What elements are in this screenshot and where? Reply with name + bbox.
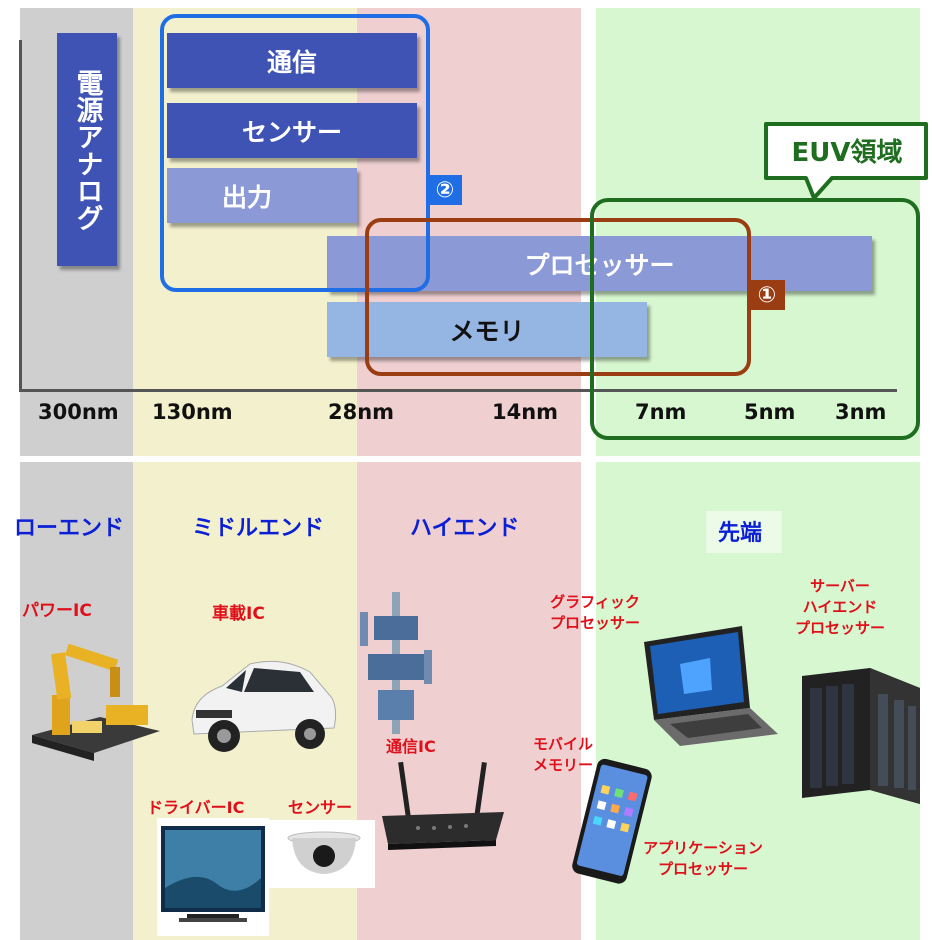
category-high: ハイエンド — [410, 516, 520, 541]
laptop-image — [644, 626, 778, 746]
band-lowend-bottom — [20, 462, 133, 940]
label-mobile-memory: モバイル メモリー — [532, 735, 593, 774]
tick-3nm: 3nm — [835, 400, 887, 424]
router-image — [382, 761, 504, 850]
marker-two: ② — [428, 175, 462, 205]
television-image — [157, 818, 269, 936]
industrial-robot-image — [32, 643, 160, 761]
comm-bar: 通信 — [167, 33, 417, 88]
tick-7nm: 7nm — [635, 400, 687, 424]
memory-bar-label: メモリ — [449, 316, 525, 346]
y-axis — [19, 40, 22, 392]
marker-two-label: ② — [435, 177, 455, 203]
tick-300nm: 300nm — [38, 400, 119, 424]
label-power-ic: パワーIC — [22, 601, 92, 621]
label-car-ic: 車載IC — [212, 604, 265, 624]
category-middle: ミドルエンド — [192, 516, 325, 541]
category-lowend: ローエンド — [14, 516, 125, 541]
blue-region-outline — [160, 14, 430, 292]
car-image — [191, 660, 337, 752]
marker-one: ① — [749, 280, 785, 310]
sensor-bar-label: センサー — [241, 117, 342, 147]
analog-bar: 電源アナログ — [57, 33, 117, 266]
cell-tower-image — [360, 592, 432, 734]
tick-130nm: 130nm — [152, 400, 233, 424]
euv-label: EUV領域 — [791, 138, 903, 168]
tick-28nm: 28nm — [328, 400, 395, 424]
sensor-bar: センサー — [167, 103, 417, 158]
euv-region-outline — [590, 198, 920, 440]
label-comm-ic: 通信IC — [386, 737, 436, 756]
label-sensor: センサー — [288, 798, 353, 817]
security-camera-image — [268, 820, 375, 888]
smartphone-image — [572, 758, 652, 884]
label-server-processor: サーバー ハイエンド プロセッサー — [794, 577, 885, 637]
analog-label: 電源アナログ — [71, 68, 103, 231]
category-advanced-box — [706, 511, 782, 553]
label-graphic-processor: グラフィック プロセッサー — [549, 593, 640, 632]
server-rack-image — [802, 668, 920, 804]
processor-bar-label: プロセッサー — [524, 250, 675, 280]
euv-callout — [764, 122, 928, 200]
tick-5nm: 5nm — [744, 400, 796, 424]
comm-bar-label: 通信 — [266, 47, 317, 77]
output-bar: 出力 — [167, 168, 357, 223]
category-advanced: 先端 — [718, 521, 763, 546]
label-driver-ic: ドライバーIC — [147, 798, 245, 817]
tick-14nm: 14nm — [492, 400, 559, 424]
band-advanced-top — [596, 8, 920, 456]
output-bar-label: 出力 — [221, 182, 272, 212]
label-app-processor: アプリケーション プロセッサー — [643, 839, 763, 878]
x-axis — [19, 389, 897, 392]
marker-one-label: ① — [757, 282, 777, 308]
